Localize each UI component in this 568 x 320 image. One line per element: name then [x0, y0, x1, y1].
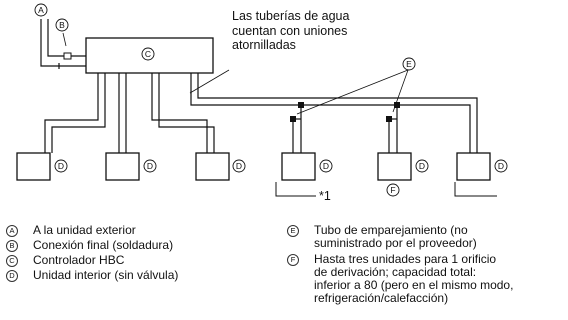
- legend-item-e: E Tubo de emparejamiento (no suministrad…: [287, 224, 513, 250]
- legend-text: inferior a 80 (pero en el mismo modo,: [314, 278, 514, 292]
- legend-item-a: A A la unidad exterior: [6, 224, 178, 237]
- svg-text:F: F: [390, 185, 395, 195]
- indoor-unit-markers: D D D D D D: [54, 159, 508, 173]
- group-label: *1: [319, 189, 331, 203]
- marker-b: B: [55, 18, 69, 32]
- svg-text:D: D: [147, 161, 153, 171]
- svg-text:D: D: [323, 161, 329, 171]
- legend-text: refrigeración/calefacción): [314, 291, 449, 305]
- marker-a: A: [34, 3, 48, 17]
- legend-text: Controlador HBC: [33, 253, 125, 267]
- legend-text: suministrado por el proveedor): [314, 236, 477, 250]
- group-brackets: [275, 182, 497, 197]
- legend-item-f: F Hasta tres unidades para 1 orificio de…: [287, 253, 513, 305]
- marker-a-badge: A: [6, 225, 18, 237]
- indoor-units: [16, 152, 491, 181]
- legend-item-d: D Unidad interior (sin válvula): [6, 269, 178, 282]
- svg-text:D: D: [419, 161, 425, 171]
- pairing-tube-joints: [290, 102, 400, 122]
- legend-text: Unidad interior (sin válvula): [33, 268, 179, 282]
- indoor-unit: [377, 152, 412, 181]
- marker-f-badge: F: [287, 254, 299, 266]
- svg-text:B: B: [59, 20, 65, 30]
- marker-c: C: [141, 47, 155, 61]
- indoor-unit: [195, 152, 230, 181]
- svg-text:D: D: [58, 161, 64, 171]
- legend-text: Conexión final (soldadura): [33, 238, 174, 252]
- indoor-pipes-right: [190, 73, 478, 153]
- marker-b-badge: B: [6, 240, 18, 252]
- svg-text:A: A: [38, 5, 44, 15]
- water-pipes-note: Las tuberías de agua cuentan con uniones…: [232, 9, 349, 53]
- indoor-unit: [105, 152, 140, 181]
- indoor-unit: [16, 152, 51, 181]
- legend-text: A la unidad exterior: [33, 223, 136, 237]
- note-line: atornilladas: [232, 38, 296, 52]
- svg-text:D: D: [498, 161, 504, 171]
- svg-text:D: D: [236, 161, 242, 171]
- indoor-pipes-left: [44, 73, 215, 153]
- note-line: Las tuberías de agua: [232, 9, 350, 23]
- legend-left: A A la unidad exterior B Conexión final …: [6, 224, 178, 282]
- legend-right: E Tubo de emparejamiento (no suministrad…: [287, 224, 513, 305]
- outdoor-pipe: [40, 19, 86, 67]
- legend-text: Tubo de emparejamiento (no: [314, 223, 468, 237]
- indoor-unit: [456, 152, 491, 181]
- svg-text:E: E: [406, 59, 412, 69]
- legend-item-b: B Conexión final (soldadura): [6, 239, 178, 252]
- legend-item-c: C Controlador HBC: [6, 254, 178, 267]
- brazed-connection: [58, 32, 72, 69]
- marker-e: E: [402, 57, 416, 71]
- indoor-unit: [281, 152, 316, 181]
- marker-f: F: [386, 183, 400, 197]
- note-line: cuentan con uniones: [232, 23, 348, 38]
- marker-e-badge: E: [287, 225, 299, 237]
- legend-text: Hasta tres unidades para 1 orificio: [314, 252, 497, 266]
- legend-text: de derivación; capacidad total:: [314, 265, 477, 279]
- marker-d-badge: D: [6, 270, 18, 282]
- svg-text:C: C: [145, 49, 151, 59]
- marker-c-badge: C: [6, 255, 18, 267]
- callout-leaders: [189, 69, 409, 115]
